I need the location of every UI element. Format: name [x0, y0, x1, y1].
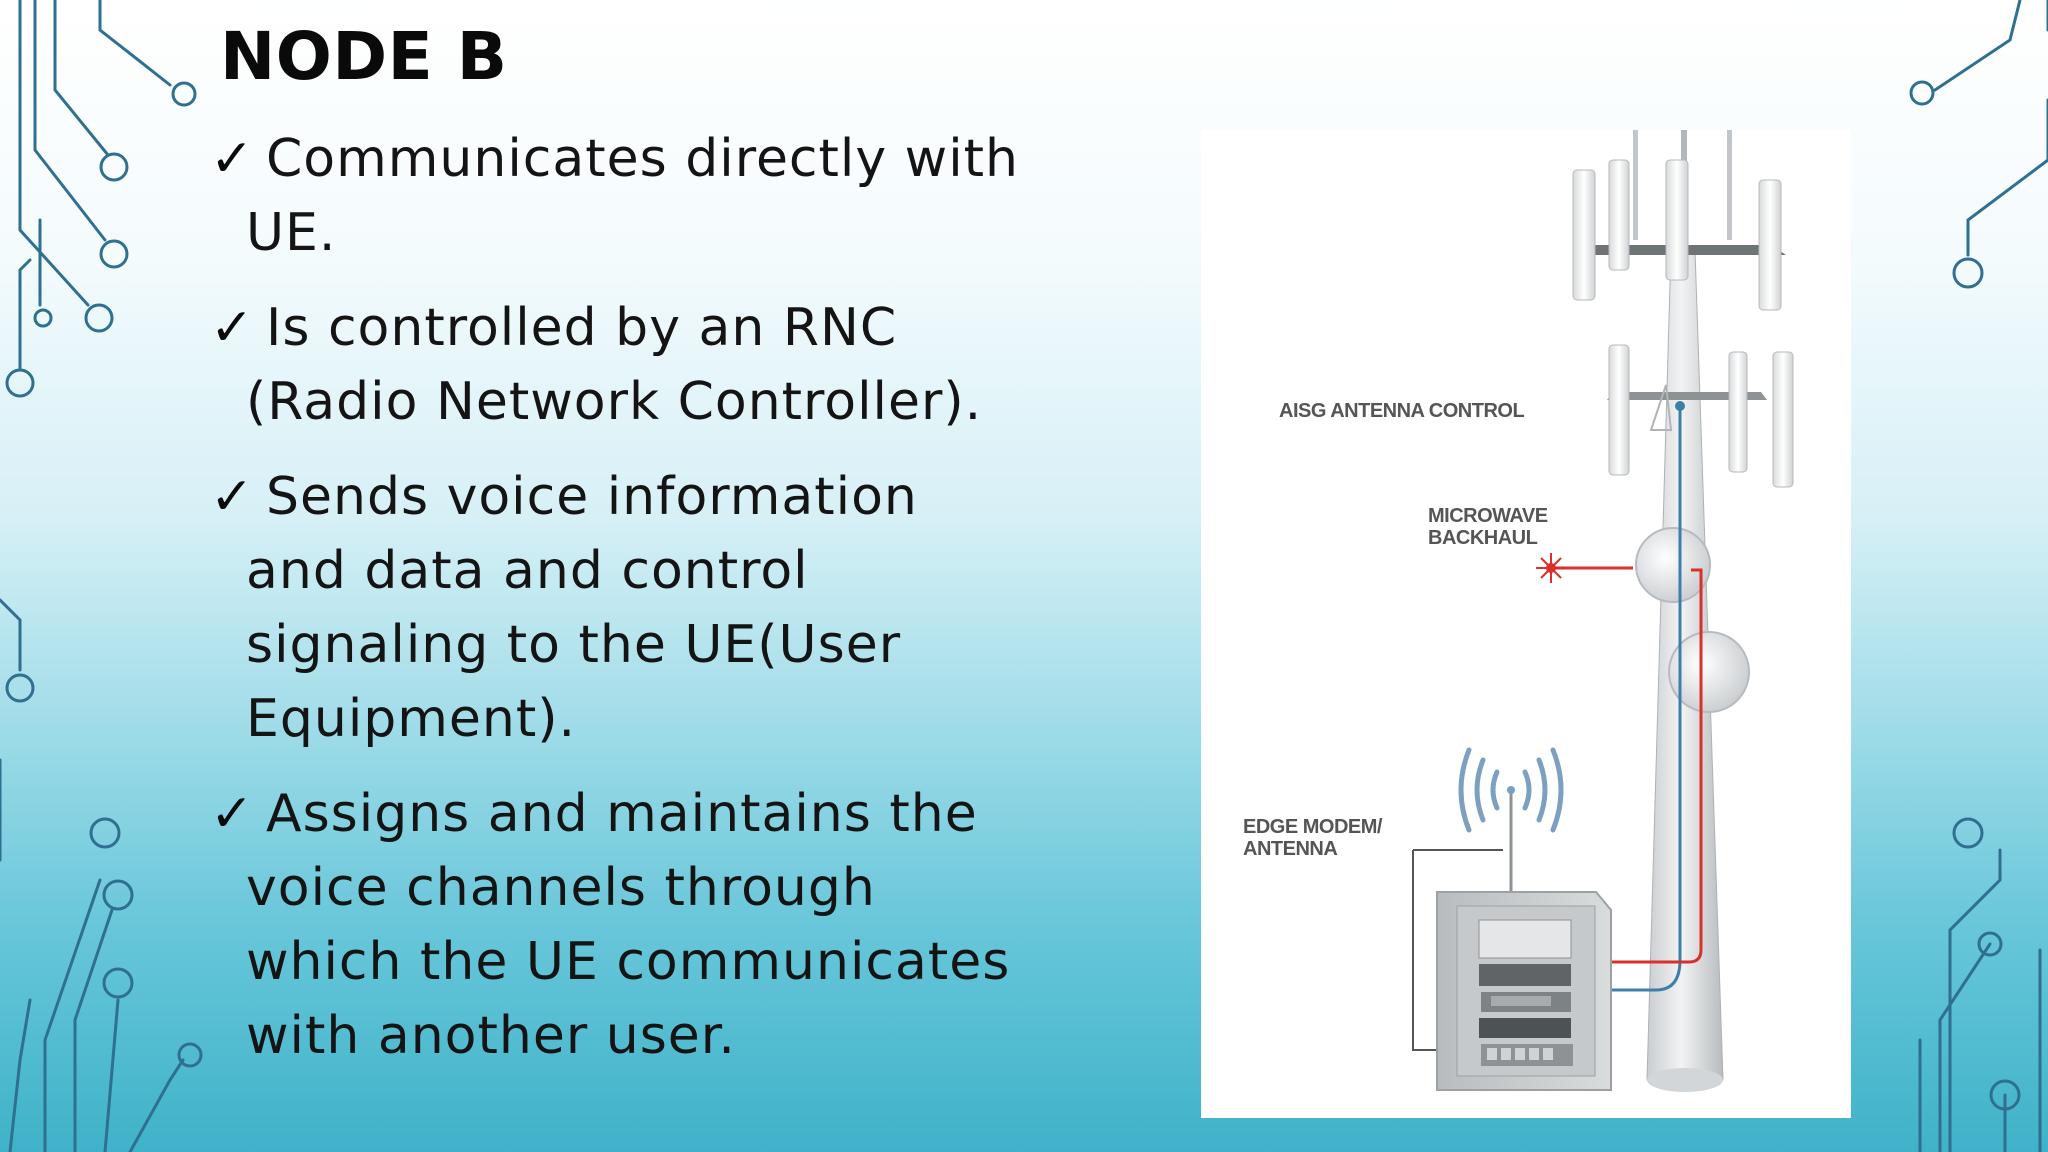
bullet-item: ✓ Assigns and maintains the voice channe… [210, 777, 1030, 1073]
bullet-item: ✓ Is controlled by an RNC (Radio Network… [210, 291, 1030, 439]
checkmark-icon: ✓ [210, 298, 255, 358]
bullet-item: ✓ Sends voice information and data and c… [210, 460, 1030, 756]
checkmark-icon: ✓ [210, 467, 255, 527]
cell-tower-illustration: AISG ANTENNA CONTROL MICROWAVE BACKHAUL … [1243, 130, 1794, 1092]
bullet-text: Sends voice information and data and con… [246, 467, 918, 749]
checkmark-icon: ✓ [210, 129, 255, 189]
bullet-text: Is controlled by an RNC (Radio Network C… [246, 298, 983, 432]
cell-tower-diagram: AISG ANTENNA CONTROL MICROWAVE BACKHAUL … [1201, 130, 1851, 1118]
bullet-list: ✓ Communicates directly with UE. ✓ Is co… [210, 122, 1030, 1094]
label-microwave-backhaul-line2: BACKHAUL [1428, 527, 1538, 549]
label-microwave-backhaul-line1: MICROWAVE [1428, 505, 1548, 527]
label-aisg-antenna-control: AISG ANTENNA CONTROL [1279, 400, 1524, 422]
bullet-item: ✓ Communicates directly with UE. [210, 122, 1030, 270]
bullet-text: Communicates directly with UE. [246, 129, 1019, 263]
label-edge-modem-line2: ANTENNA [1243, 838, 1337, 860]
bullet-text: Assigns and maintains the voice channels… [246, 784, 1011, 1066]
checkmark-icon: ✓ [210, 784, 255, 844]
slide-title: NODE B [220, 18, 508, 95]
label-edge-modem-line1: EDGE MODEM/ [1243, 816, 1383, 838]
